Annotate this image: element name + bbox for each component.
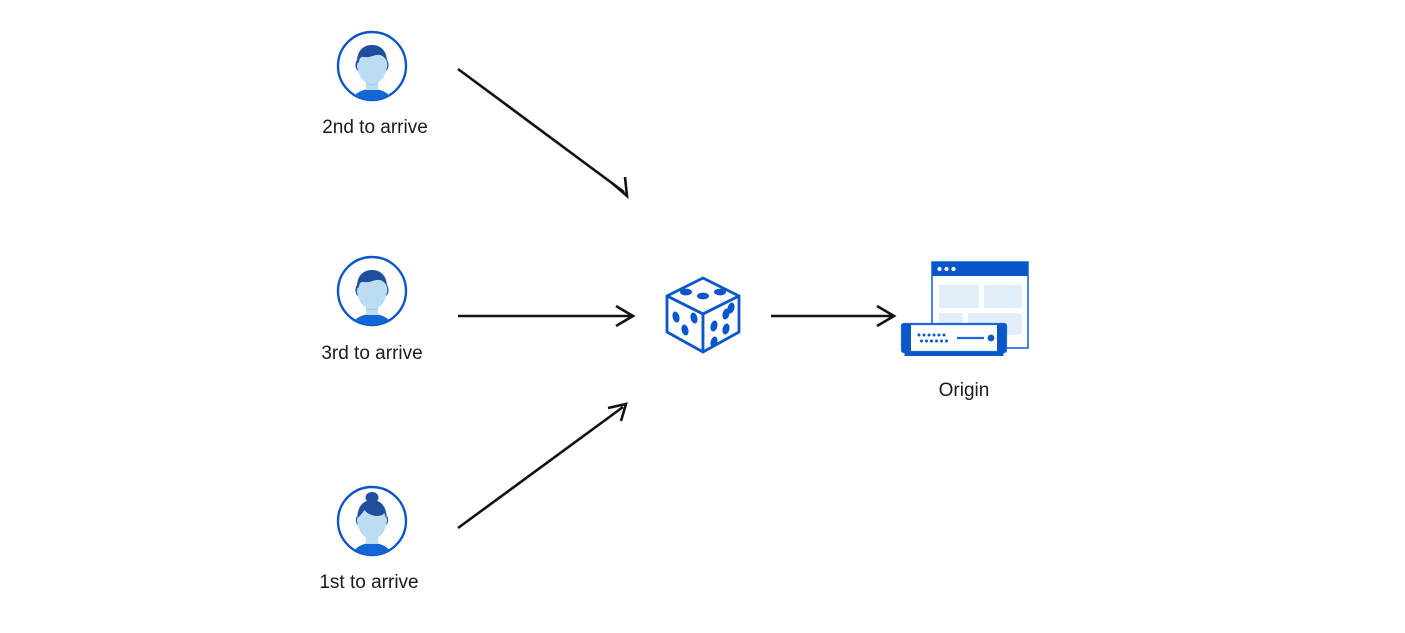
client-label-1st: 1st to arrive — [319, 572, 419, 593]
randomizer-die[interactable] — [655, 268, 751, 364]
origin-label: Origin — [938, 380, 990, 401]
arrow-2nd-to-randomizer — [457, 67, 629, 200]
arrow-randomizer-to-origin — [771, 304, 897, 328]
arrow-1st-to-randomizer — [457, 402, 628, 530]
dice-icon — [665, 276, 741, 354]
client-label-2nd: 2nd to arrive — [322, 117, 428, 138]
origin-server[interactable] — [898, 258, 1038, 368]
client-avatar-1st[interactable] — [334, 483, 410, 559]
user-avatar-female-icon — [336, 485, 408, 557]
arrow-3rd-to-randomizer — [458, 304, 636, 328]
client-avatar-3rd[interactable] — [334, 253, 410, 329]
origin-server-icon — [900, 261, 1029, 356]
router-appliance-icon — [900, 322, 1008, 356]
user-avatar-male-icon — [336, 255, 408, 327]
client-avatar-2nd[interactable] — [334, 28, 410, 104]
user-avatar-male-icon — [336, 30, 408, 102]
client-label-3rd: 3rd to arrive — [321, 343, 423, 364]
